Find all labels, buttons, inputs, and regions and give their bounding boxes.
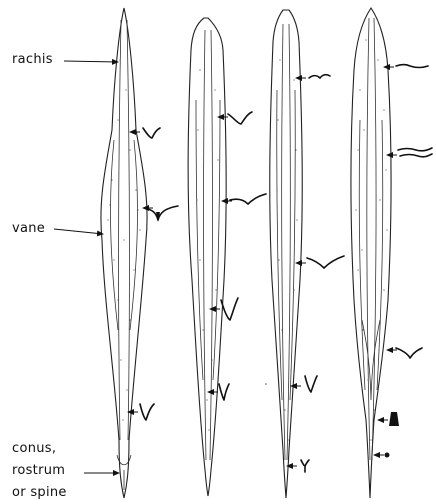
gladius-4	[351, 8, 391, 498]
gladius-2-section-2	[230, 194, 266, 204]
gladius-2-rachis	[204, 30, 206, 460]
gladius-1	[101, 8, 147, 498]
gladius-4-section-4	[389, 412, 399, 426]
gladius-4-outline	[351, 8, 391, 498]
gladius-1-outline	[101, 8, 147, 498]
gladius-1-rachis	[118, 20, 121, 440]
gladius-4-section-5	[385, 453, 390, 458]
gladius-4-rachis	[367, 18, 370, 460]
gladius-1-conus	[117, 455, 131, 490]
gladius-2-section-1	[228, 112, 252, 124]
gladius-2-section-3	[221, 298, 238, 320]
vane-pointer	[54, 229, 103, 234]
rachis-pointer	[64, 61, 118, 62]
gladius-3-section-2	[307, 256, 344, 268]
gladius-2-section-4	[219, 384, 229, 400]
gladius-1-section-3	[140, 404, 154, 420]
gladius-4-section-1	[396, 65, 428, 68]
gladius-3-section-1	[309, 75, 330, 78]
gladius-3-section-3	[305, 376, 317, 392]
gladius-4-section-3	[396, 348, 422, 358]
gladius-2-outline	[188, 18, 226, 496]
gladius-3	[265, 10, 302, 498]
gladius-3-outline	[270, 10, 302, 498]
gladius-2	[188, 18, 226, 496]
gladius-3-section-4	[301, 460, 309, 472]
gladius-1-section-1	[143, 128, 160, 138]
gladius-4-section-2	[398, 148, 432, 157]
